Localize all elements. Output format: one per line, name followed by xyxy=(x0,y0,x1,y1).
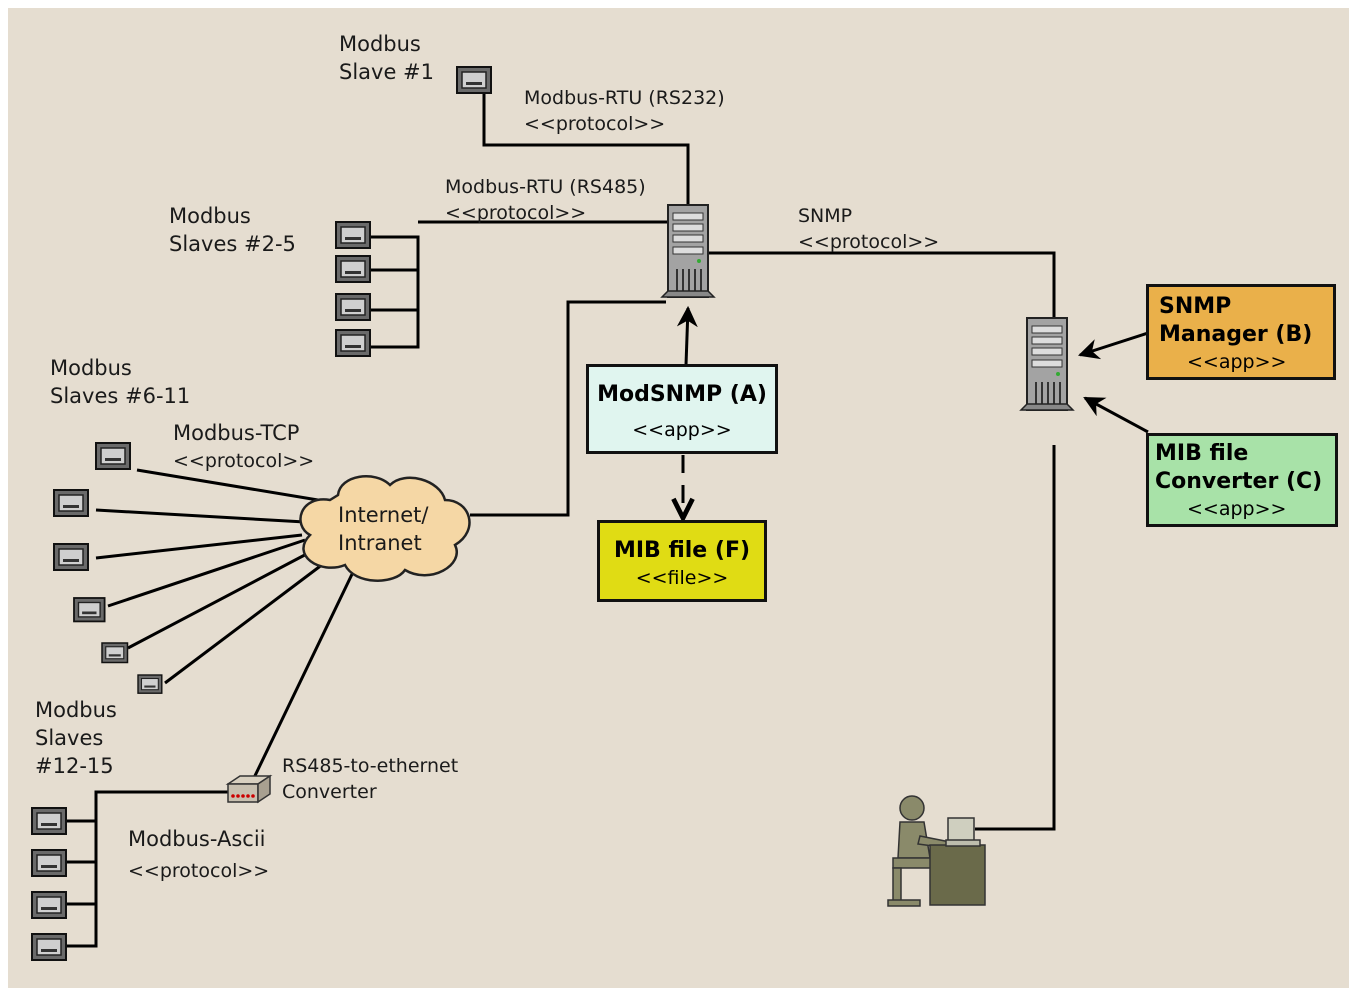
label-line: <<protocol>> xyxy=(524,113,666,135)
box-stereotype: <<file>> xyxy=(635,567,729,589)
internet-line xyxy=(470,300,666,517)
label-line: #12-15 xyxy=(35,754,114,778)
converter-label: RS485-to-ethernet Converter xyxy=(282,753,458,805)
mibfile-box: MIB file (F) <<file>> xyxy=(597,520,767,602)
rs485-line xyxy=(370,235,420,349)
label-line: Modbus xyxy=(50,356,132,380)
label-line: <<protocol>> xyxy=(445,202,587,224)
modbus-slave-icon xyxy=(73,597,106,623)
label-line: Slaves xyxy=(35,726,104,750)
modbus-slave-icon xyxy=(95,442,131,470)
label-line: Modbus xyxy=(35,698,117,722)
snmp-label: SNMP <<protocol>> xyxy=(798,203,939,255)
ascii-line xyxy=(66,790,228,948)
box-stereotype: <<app>> xyxy=(632,419,732,441)
label-line: RS485-to-ethernet xyxy=(282,755,459,777)
snmp-line xyxy=(705,251,1056,320)
label-line: <<protocol>> xyxy=(798,231,940,253)
label-line: <<protocol>> xyxy=(173,450,315,472)
user-line xyxy=(975,445,1056,831)
label-line: Intranet xyxy=(338,531,422,555)
box-title: MIB file xyxy=(1155,441,1249,466)
label-line: Slaves #6-11 xyxy=(50,384,191,408)
label-line: Modbus xyxy=(339,32,421,56)
diagram-canvas: Modbus Slave #1 Modbus-RTU (RS232) <<pro… xyxy=(8,8,1349,988)
mibconverter-box: MIB file Converter (C) <<app>> xyxy=(1146,433,1338,527)
label-line: Internet/ xyxy=(338,503,429,527)
modbus-slave-icon xyxy=(31,807,67,835)
label-line: Modbus-Ascii xyxy=(128,827,266,851)
connections-layer xyxy=(31,66,1149,961)
slaves6-11-label: Modbus Slaves #6-11 xyxy=(50,354,190,410)
label-line: Slave #1 xyxy=(339,60,435,84)
modbus-slave-icon xyxy=(335,329,371,357)
modsnmp-box: ModSNMP (A) <<app>> xyxy=(586,364,778,454)
label-line: SNMP xyxy=(798,205,853,227)
box-title: Converter (C) xyxy=(1155,469,1323,494)
label-line: Modbus-RTU (RS232) xyxy=(524,87,725,109)
slaves2-5-label: Modbus Slaves #2-5 xyxy=(169,202,296,258)
rs232-line xyxy=(482,88,690,206)
box-stereotype: <<app>> xyxy=(1187,498,1287,520)
label-line: <<protocol>> xyxy=(128,860,270,882)
arrow-icon xyxy=(1083,396,1149,434)
box-title: MIB file (F) xyxy=(613,538,751,563)
ascii-label: Modbus-Ascii <<protocol>> xyxy=(128,823,269,887)
slaves12-15-label: Modbus Slaves #12-15 xyxy=(35,696,117,780)
label-line: Modbus-TCP xyxy=(173,421,300,445)
converter-device-icon xyxy=(225,774,273,804)
arrow-icon xyxy=(676,305,698,366)
modbus-slave-icon xyxy=(31,933,67,961)
label-line: Modbus xyxy=(169,204,251,228)
box-title: SNMP xyxy=(1159,294,1232,319)
label-line: Modbus-RTU (RS485) xyxy=(445,176,646,198)
modbus-slave-icon xyxy=(456,66,492,94)
modbus-slave-icon xyxy=(53,489,89,517)
cloud-icon xyxy=(299,475,471,582)
rtu232-label: Modbus-RTU (RS232) <<protocol>> xyxy=(524,85,725,137)
arrow-icon xyxy=(1078,331,1149,360)
modbus-slave-icon xyxy=(137,674,163,694)
modbus-slave-icon xyxy=(31,849,67,877)
slave1-label: Modbus Slave #1 xyxy=(339,30,434,86)
box-stereotype: <<app>> xyxy=(1187,351,1287,373)
modbus-slave-icon xyxy=(335,255,371,283)
label-line: Slaves #2-5 xyxy=(169,232,296,256)
rtu485-label: Modbus-RTU (RS485) <<protocol>> xyxy=(445,174,646,226)
modbus-slave-icon xyxy=(53,543,89,571)
tcp-label: Modbus-TCP <<protocol>> xyxy=(173,419,314,475)
snmpmanager-box: SNMP Manager (B) <<app>> xyxy=(1146,284,1336,380)
modbus-slave-icon xyxy=(335,293,371,321)
server-icon xyxy=(661,204,715,298)
label-line: Converter xyxy=(282,781,377,803)
modbus-slave-icon xyxy=(335,221,371,249)
box-title: ModSNMP (A) xyxy=(597,382,767,407)
modbus-slave-icon xyxy=(101,642,129,664)
box-title: Manager (B) xyxy=(1159,322,1313,347)
user-workstation-icon xyxy=(887,795,986,907)
modbus-slave-icon xyxy=(31,891,67,919)
server-icon xyxy=(1020,317,1074,411)
cloud-label: Internet/ Intranet xyxy=(338,501,428,557)
